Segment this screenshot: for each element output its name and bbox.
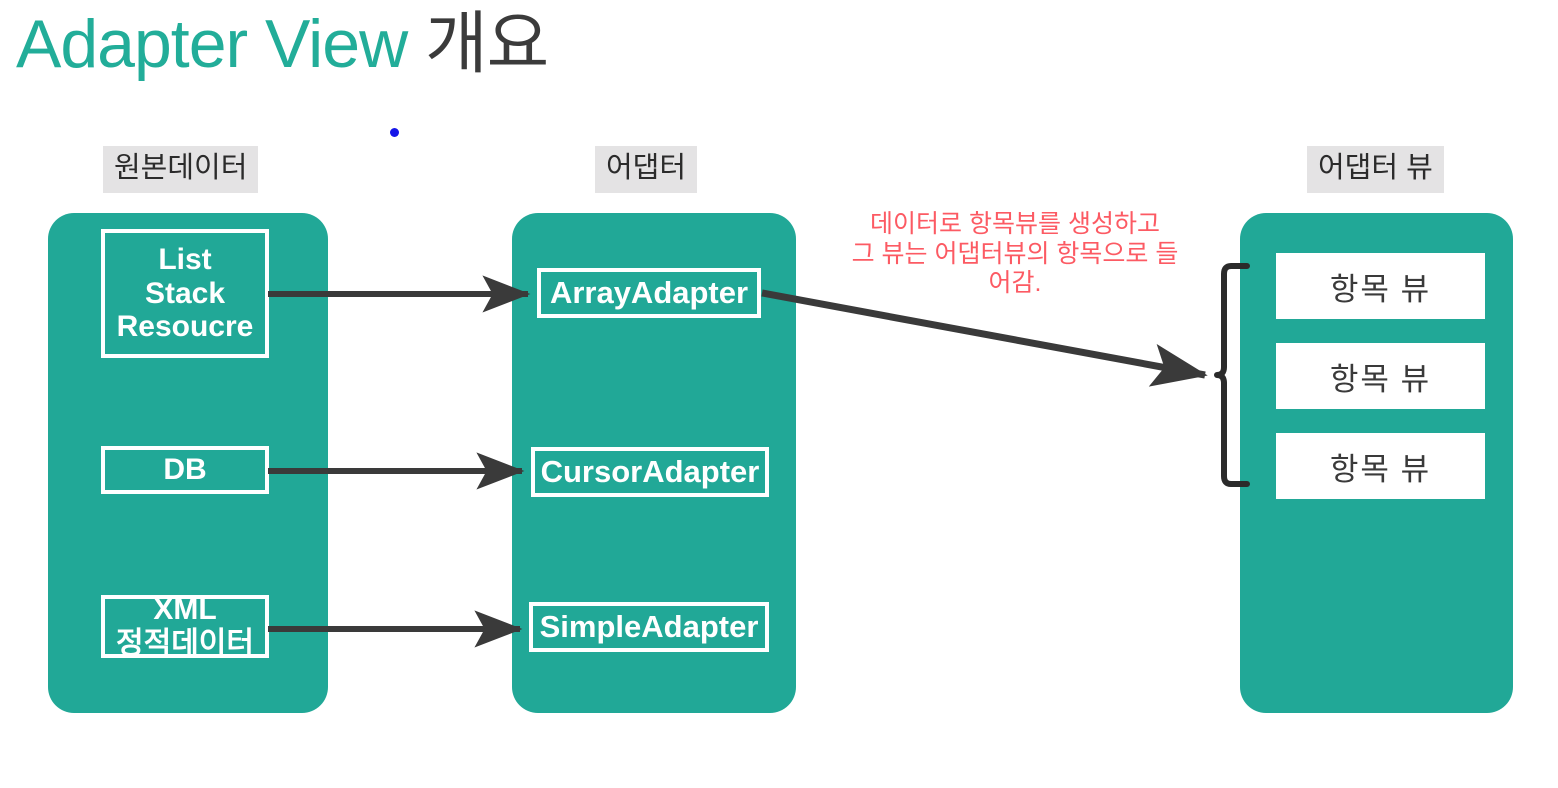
source-item-xml-static-data[interactable]: XML 정적데이터 [101,593,269,660]
annotation-text: 데이터로 항목뷰를 생성하고 그 뷰는 어댑터뷰의 항목으로 들 어감. [851,210,1179,297]
adapter-view-item-2[interactable]: 항목 뷰 [1276,343,1485,409]
column-header-source-data: 원본데이터 [103,146,259,194]
adapter-cursor-adapter[interactable]: CursorAdapter [531,447,769,497]
adapter-array-adapter[interactable]: ArrayAdapter [537,268,761,318]
adapter-simple-adapter[interactable]: SimpleAdapter [529,602,769,652]
source-item-list-stack-resoucre[interactable]: List Stack Resoucre [101,229,269,358]
arrow-array-adapter-to-adapter-view [761,289,1208,387]
page-title-english: Adapter View [16,6,426,82]
adapter-panel [512,213,796,713]
adapter-view-item-3[interactable]: 항목 뷰 [1276,433,1485,499]
page-title-korean: 개요 [425,6,549,82]
column-header-adapter: 어댑터 [595,146,698,194]
source-item-db[interactable]: DB [101,446,269,494]
page-title: Adapter View 개요 [16,2,549,87]
adapter-view-item-1[interactable]: 항목 뷰 [1276,253,1485,319]
column-header-adapter-view: 어댑터 뷰 [1307,146,1444,194]
blue-dot-marker [390,128,399,137]
